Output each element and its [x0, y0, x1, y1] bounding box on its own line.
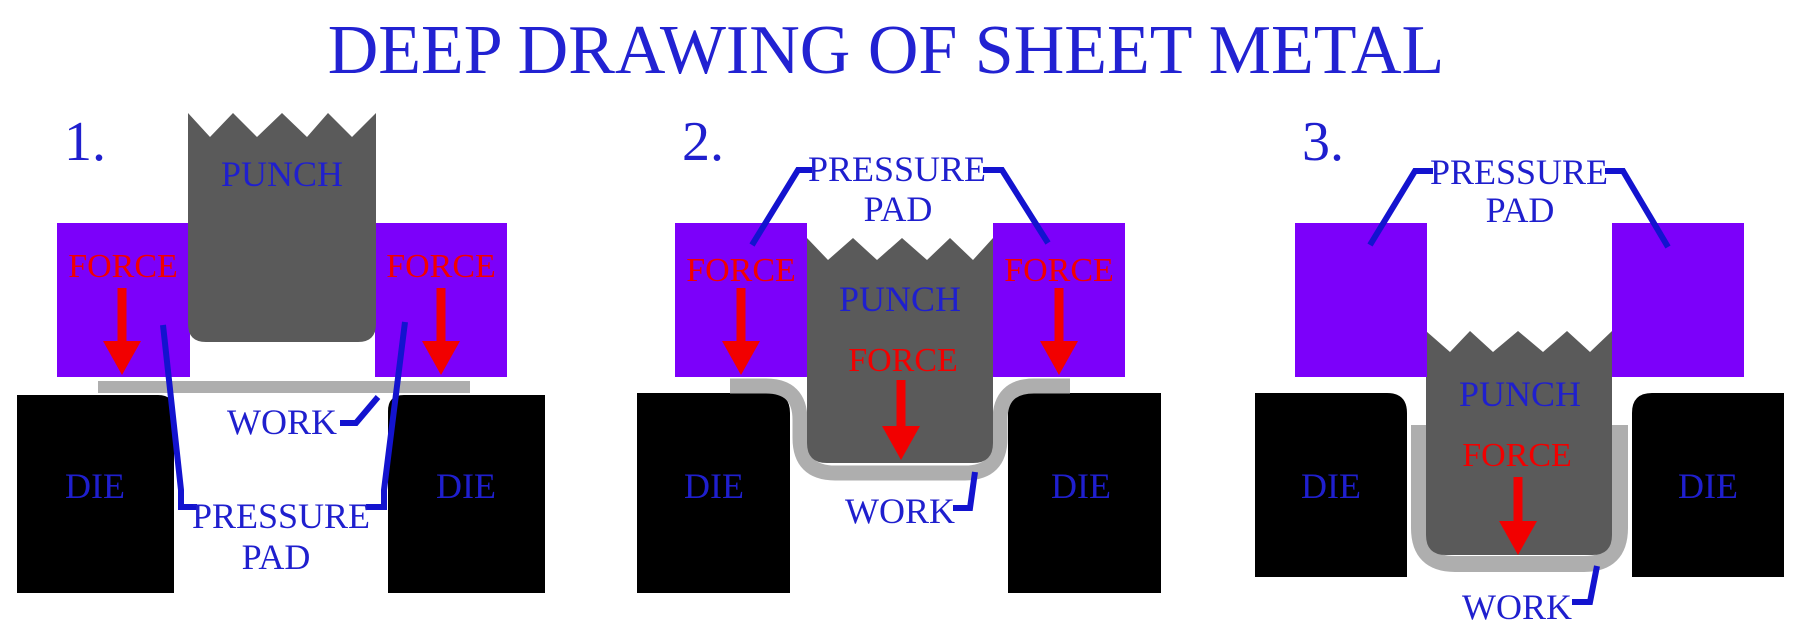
stage1-number: 1. — [64, 111, 106, 173]
stage2-punch-label: PUNCH — [838, 279, 962, 319]
stage1-pressure-leader-right — [366, 321, 408, 510]
stage3-work-label: WORK — [1462, 587, 1572, 627]
stage3-pressure-leader-right — [1605, 168, 1671, 249]
stage2-number: 2. — [682, 111, 724, 173]
stage3-pressure-pad-label-line2: PAD — [1485, 190, 1555, 230]
stage3-pressure-pad-label-line1: PRESSURE — [1429, 152, 1609, 192]
stage3-die-left-label: DIE — [1301, 466, 1361, 506]
stage3-die-left — [1255, 393, 1407, 577]
stage1-die-left-label: DIE — [65, 466, 125, 506]
stage2-pressure-leader-right — [983, 167, 1051, 245]
stage3-pressure-pad-right — [1612, 223, 1744, 377]
stage2-die-right — [1008, 393, 1161, 593]
stage2-die-right-label: DIE — [1051, 466, 1111, 506]
stage1-force-left-label: FORCE — [68, 248, 178, 285]
stage3-die-right — [1632, 393, 1784, 577]
stage3-work-leader-line — [1572, 565, 1600, 605]
stage3-punch — [1426, 331, 1612, 555]
stage2-force-left-label: FORCE — [686, 252, 796, 289]
stage1-pressure-pad-label-line2: PAD — [241, 537, 311, 577]
stage2-pressure-pad-label-line2: PAD — [863, 189, 933, 229]
stage1-pressure-pad-label-line1: PRESSURE — [191, 496, 371, 536]
stage3-force-arrow-punch — [1499, 477, 1537, 555]
stage3-die-right-label: DIE — [1678, 466, 1738, 506]
stage2-force-arrow-punch — [882, 380, 920, 460]
stage3-pressure-leader-left — [1367, 168, 1433, 247]
stage2-work-label: WORK — [845, 491, 955, 531]
diagram-title: DEEP DRAWING OF SHEET METAL — [327, 12, 1445, 89]
stage2-force-arrow-right — [1040, 288, 1078, 375]
stage1-die-left — [17, 395, 174, 593]
stage2-force-right-label: FORCE — [1004, 252, 1114, 289]
stage2-work-sheet — [730, 378, 1070, 481]
stage2-work-leader-line — [953, 471, 978, 511]
stage1-force-arrow-right — [422, 288, 460, 375]
stage2-force-punch-label: FORCE — [848, 342, 958, 379]
stage3-force-punch-label: FORCE — [1462, 437, 1572, 474]
stage3-number: 3. — [1302, 111, 1344, 173]
stage1-work-label: WORK — [227, 402, 337, 442]
stage2-pressure-pad-label-line1: PRESSURE — [807, 149, 987, 189]
stage1-pressure-leader-left — [160, 324, 197, 510]
stage1-work-sheet — [98, 381, 470, 393]
stage1-force-arrow-left — [103, 288, 141, 375]
stage3-punch-label: PUNCH — [1458, 374, 1582, 414]
stage2-die-left-label: DIE — [684, 466, 744, 506]
stage1-die-right — [388, 395, 545, 593]
stage1-punch — [188, 113, 376, 342]
stage3-work-sheet — [1411, 425, 1628, 572]
stage1-work-leader-line — [340, 395, 381, 426]
stage3-pressure-pad-left — [1295, 223, 1427, 377]
stage1-die-right-label: DIE — [436, 466, 496, 506]
stage1-punch-label: PUNCH — [220, 154, 344, 194]
stage1-force-right-label: FORCE — [386, 248, 496, 285]
stage2-force-arrow-left — [722, 288, 760, 375]
stage2-punch — [807, 238, 993, 463]
stage2-pressure-leader-left — [749, 167, 812, 247]
stage2-die-left — [637, 393, 790, 593]
